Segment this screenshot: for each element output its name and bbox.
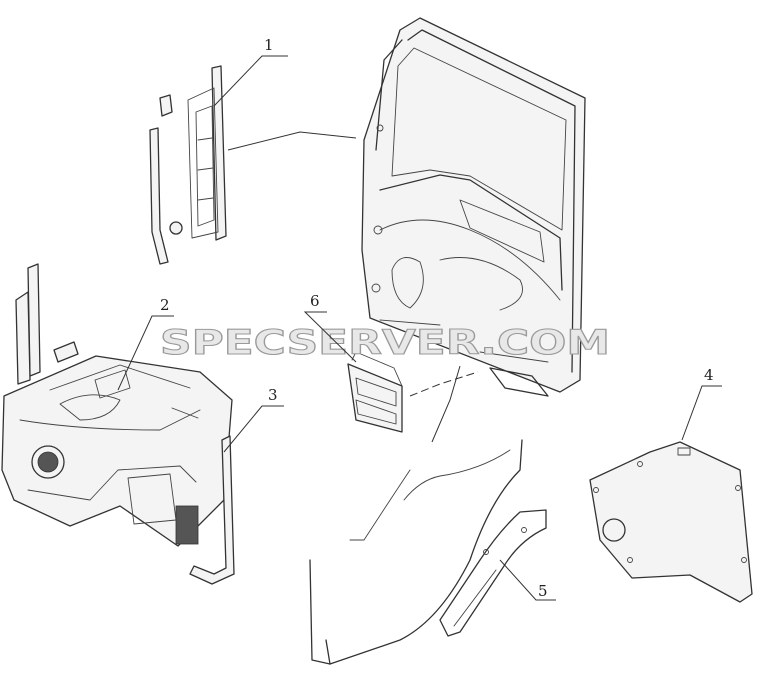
callout-4: 4 [704,366,714,384]
callout-2: 2 [160,296,170,314]
watermark-text: SPECSERVER.COM [160,323,610,363]
part-3-seal-strip [189,435,235,585]
part-2-door-trim-panel [1,263,233,547]
part-4-inner-cover [589,441,753,603]
door-frame [361,17,586,397]
callout-numbers: 1 2 3 4 5 6 [160,36,714,600]
part-6-regulator-bracket [347,351,403,433]
part-5-lower-belt [309,439,547,665]
callout-5: 5 [538,582,548,600]
callout-3: 3 [268,386,278,404]
callout-1: 1 [264,36,274,54]
part-1-window-channel [149,65,227,265]
assembly-lines [227,131,479,443]
callout-6: 6 [310,292,320,310]
callout-leaders [117,55,722,601]
